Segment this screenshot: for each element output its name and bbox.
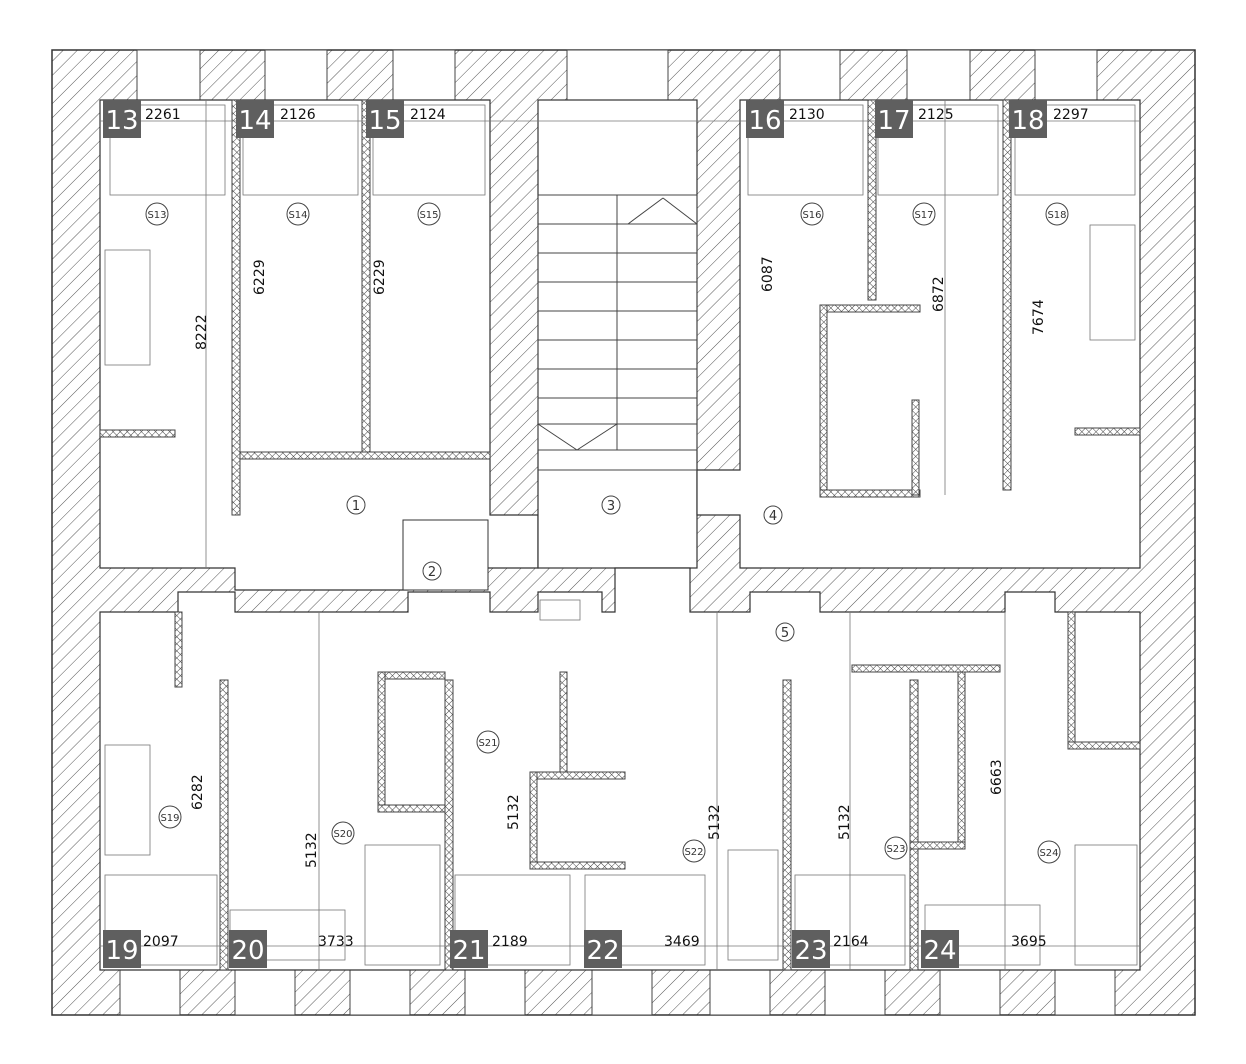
room-number-badge [103, 930, 141, 968]
room-length: 6282 [190, 774, 206, 810]
room-area-tag: S24 [1039, 848, 1058, 859]
room-number-badge [746, 100, 784, 138]
room-number-badge [792, 930, 830, 968]
room-area-tag: S17 [914, 210, 933, 221]
common-area-number: 4 [769, 509, 777, 524]
room-width: 2125 [918, 107, 954, 123]
room-number: 19 [105, 936, 138, 966]
room-number: 13 [105, 106, 138, 136]
common-area-1[interactable]: 1 [346, 495, 366, 515]
room-area-tag: S16 [802, 210, 821, 221]
room-width: 2189 [492, 934, 528, 950]
room-length: 6872 [931, 276, 947, 312]
interior-spaces [99, 99, 1141, 971]
room-number: 17 [877, 106, 910, 136]
room-area-tag: S22 [684, 847, 703, 858]
room-15[interactable]: 15 2124 6229 S15 [366, 100, 446, 295]
partitions [99, 99, 1141, 971]
room-length: 7674 [1031, 299, 1047, 335]
room-area-tag: S18 [1047, 210, 1066, 221]
room-area-tag: S15 [419, 210, 438, 221]
room-number: 23 [794, 936, 827, 966]
room-length: 5132 [707, 804, 723, 840]
room-number-badge [584, 930, 622, 968]
room-21[interactable]: 21 2189 5132 S21 [450, 730, 528, 968]
room-width: 2130 [789, 107, 825, 123]
room-18[interactable]: 18 2297 7674 S18 [1009, 100, 1089, 335]
room-19[interactable]: 19 2097 6282 S19 [103, 774, 206, 968]
room-length: 6229 [372, 259, 388, 295]
corridor-2-closet [402, 519, 489, 591]
room-number-badge [103, 100, 141, 138]
room-16[interactable]: 16 2130 6087 S16 [746, 100, 825, 292]
room-14[interactable]: 14 2126 6229 S14 [236, 100, 316, 295]
room-area-tag: S13 [147, 210, 166, 221]
room-17[interactable]: 17 2125 6872 S17 [875, 100, 954, 312]
room-number: 14 [238, 106, 271, 136]
room-23[interactable]: 23 2164 5132 S23 [792, 804, 908, 968]
room-number-badge [236, 100, 274, 138]
room-number: 15 [368, 106, 401, 136]
room-area-tag: S20 [333, 829, 352, 840]
common-area-2[interactable]: 2 [422, 561, 442, 581]
room-number: 24 [923, 936, 956, 966]
room-area-tag: S14 [288, 210, 307, 221]
room-length: 5132 [304, 832, 320, 868]
common-area-5[interactable]: 5 [775, 622, 795, 642]
common-area-number: 1 [352, 499, 360, 514]
room-length: 6229 [252, 259, 268, 295]
common-area-3[interactable]: 3 [601, 495, 621, 515]
room-width: 3469 [664, 934, 700, 950]
room-area-tag: S23 [886, 844, 905, 855]
room-number-badge [366, 100, 404, 138]
room-number-badge [875, 100, 913, 138]
room-length: 6663 [989, 759, 1005, 795]
windows-top [136, 49, 1098, 101]
common-area-number: 5 [781, 626, 789, 641]
common-area-number: 2 [428, 565, 436, 580]
room-24[interactable]: 24 3695 6663 S24 [921, 759, 1061, 968]
room-width: 3733 [318, 934, 354, 950]
room-area-tag: S21 [478, 738, 497, 749]
room-number: 22 [586, 936, 619, 966]
staircase[interactable] [537, 194, 698, 471]
room-width: 2097 [143, 934, 179, 950]
room-width: 2297 [1053, 107, 1089, 123]
room-width: 2164 [833, 934, 869, 950]
room-number-badge [1009, 100, 1047, 138]
common-area-number: 3 [607, 499, 615, 514]
room-length: 5132 [506, 794, 522, 830]
room-number-badge [921, 930, 959, 968]
room-width: 2261 [145, 107, 181, 123]
room-13[interactable]: 13 2261 8222 S13 [103, 100, 210, 350]
room-number: 16 [748, 106, 781, 136]
room-length: 8222 [194, 314, 210, 350]
room-22[interactable]: 22 3469 5132 S22 [584, 804, 723, 968]
common-area-4[interactable]: 4 [763, 505, 783, 525]
windows-bottom [119, 969, 1116, 1016]
room-number-badge [229, 930, 267, 968]
room-width: 3695 [1011, 934, 1047, 950]
room-20[interactable]: 20 3733 5132 S20 [229, 821, 355, 968]
room-length: 5132 [837, 804, 853, 840]
room-number-badge [450, 930, 488, 968]
room-number: 21 [452, 936, 485, 966]
room-length: 6087 [760, 256, 776, 292]
room-number: 18 [1011, 106, 1044, 136]
room-area-tag: S19 [160, 813, 179, 824]
room-width: 2126 [280, 107, 316, 123]
room-number: 20 [231, 936, 264, 966]
room-width: 2124 [410, 107, 446, 123]
